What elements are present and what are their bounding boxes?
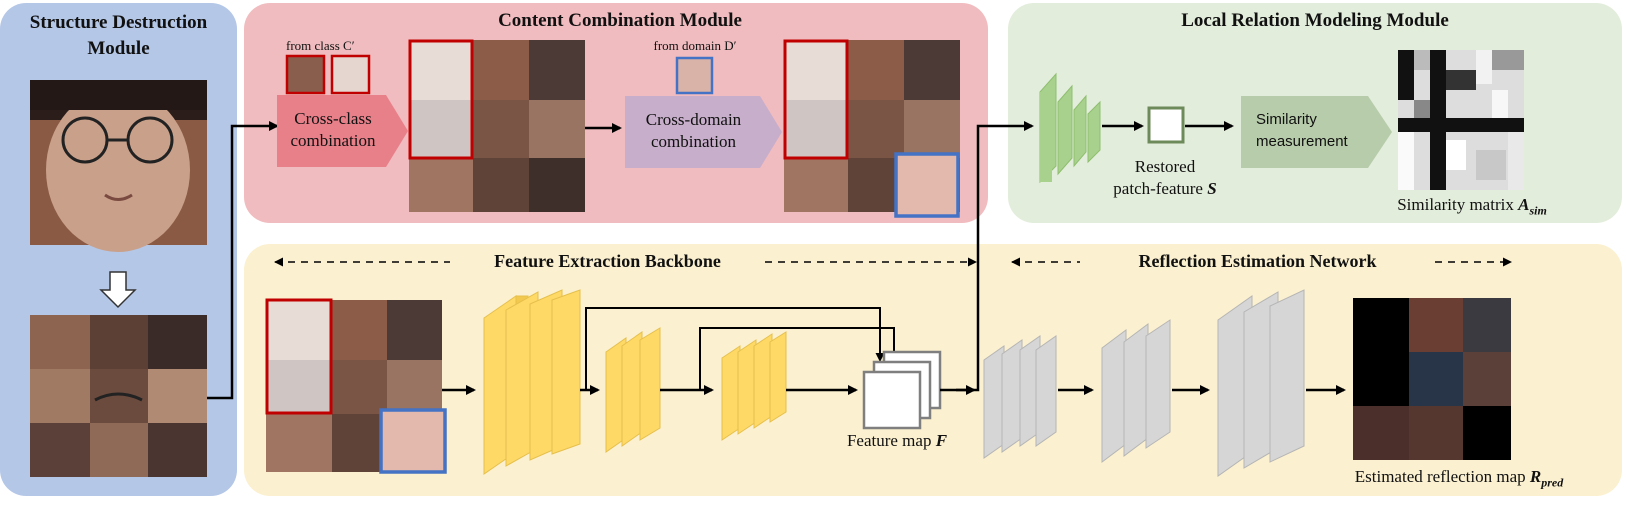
similarity-line1: Similarity [1256, 111, 1317, 128]
input-mosaic [265, 298, 447, 474]
restored-patch-box [1147, 106, 1185, 144]
gray-blocks-3 [1217, 289, 1305, 477]
similarity-matrix [1398, 50, 1524, 190]
cross-class-line1: Cross-class [294, 109, 372, 128]
gray-blocks-2 [1101, 319, 1171, 463]
face-image [30, 80, 207, 252]
similarity-matrix-label: Similarity matrix Asim [1352, 194, 1592, 221]
cross-class-label: Cross-class combination [278, 108, 388, 152]
content-combination-title: Content Combination Module [498, 10, 742, 31]
cross-domain-label: Cross-domain combination [626, 109, 761, 153]
yellow-blocks-3 [721, 331, 787, 441]
cross-class-line2: combination [290, 131, 376, 150]
restored-line2: patch-feature S [1090, 178, 1240, 200]
yellow-blocks-2 [605, 327, 661, 453]
restored-symbol: S [1207, 179, 1217, 198]
feature-map-stack [862, 350, 942, 430]
estimated-symbol: R [1529, 467, 1542, 486]
class-patch-2 [330, 54, 371, 95]
restored-line1: Restored [1134, 157, 1196, 176]
backbone-title: Feature Extraction Backbone [494, 251, 721, 271]
feature-map-label: Feature map F [832, 430, 962, 452]
shuffled-patches-image [30, 315, 207, 477]
reflection-map [1353, 298, 1511, 460]
cross-domain-line2: combination [651, 132, 736, 151]
feature-map-symbol: F [935, 431, 948, 450]
similarity-shape [1241, 96, 1392, 168]
yellow-blocks-1 [483, 289, 581, 475]
from-class-label: from class C′ [286, 38, 355, 53]
mosaic-2 [783, 39, 960, 218]
cross-domain-shape [625, 96, 782, 168]
down-arrow-icon [99, 271, 137, 309]
green-conv-blocks [1039, 72, 1101, 184]
cross-domain-line1: Cross-domain [645, 110, 742, 129]
estimated-map-label: Estimated reflection map Rpred [1296, 466, 1622, 493]
estimated-text: Estimated reflection map [1354, 467, 1526, 486]
matrix-symbol: A [1518, 195, 1530, 214]
restored-patch-label: Restored patch-feature S [1090, 156, 1240, 200]
from-domain-label: from domain D′ [653, 38, 737, 53]
class-patch-1 [285, 54, 326, 95]
local-relation-title: Local Relation Modeling Module [1181, 10, 1449, 31]
estimated-subscript: pred [1541, 475, 1564, 490]
gray-blocks-1 [983, 335, 1057, 459]
similarity-measurement-label: Similarity measurement [1244, 109, 1376, 153]
structure-destruction-title: Structure Destruction Module [0, 10, 237, 62]
sd-title-line2: Module [87, 38, 150, 59]
domain-patch [675, 56, 714, 95]
feature-map-text: Feature map [846, 431, 932, 450]
matrix-subscript: sim [1529, 203, 1547, 218]
restored-line2-text: patch-feature [1113, 179, 1203, 198]
sd-title-line1: Structure Destruction [29, 12, 208, 33]
mosaic-1 [408, 39, 585, 212]
matrix-label-text: Similarity matrix [1397, 195, 1514, 214]
ren-title: Reflection Estimation Network [1138, 251, 1377, 271]
cross-class-shape [277, 95, 408, 167]
similarity-line2: measurement [1256, 133, 1348, 150]
